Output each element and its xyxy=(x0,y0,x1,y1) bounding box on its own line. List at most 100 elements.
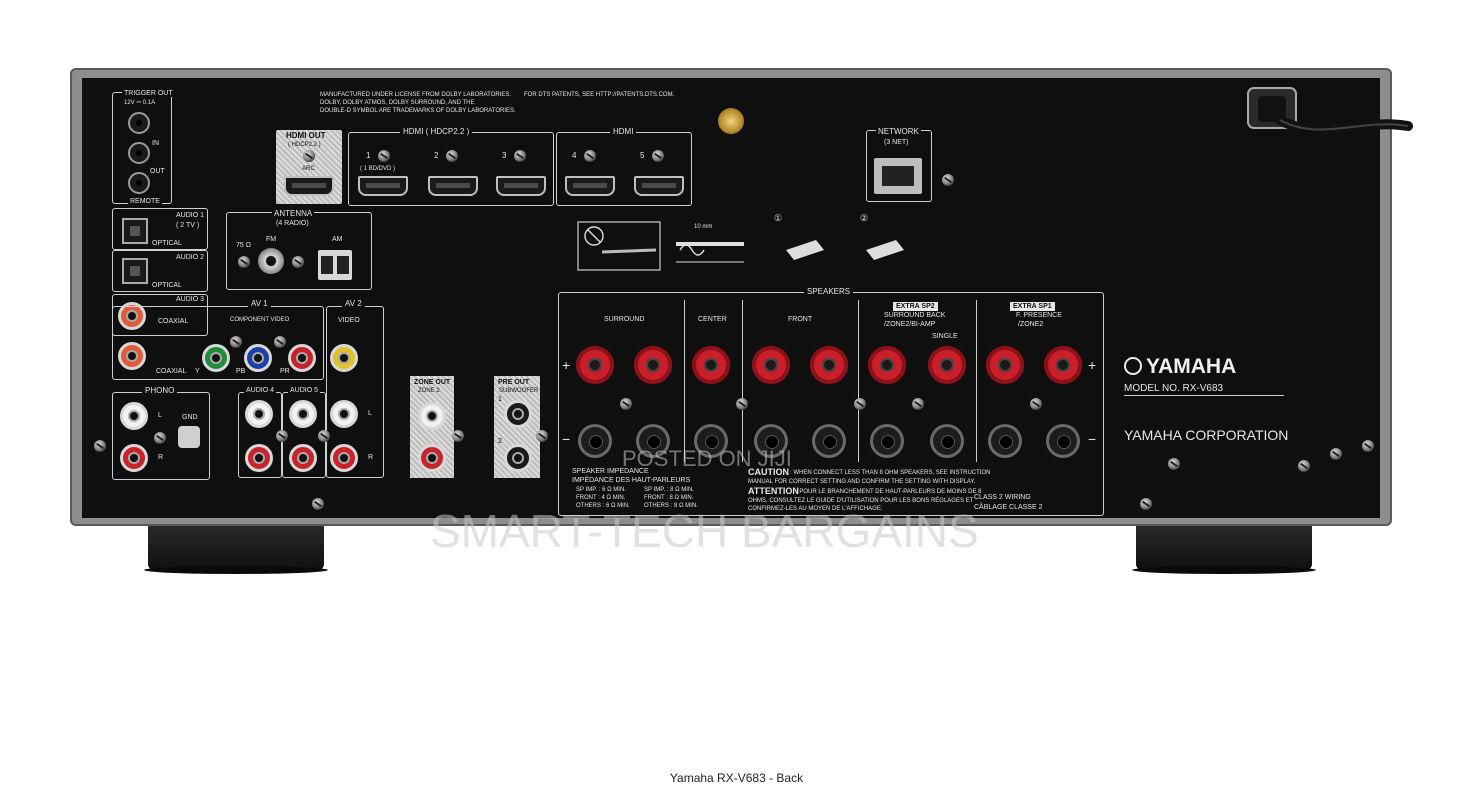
front-l-plus-terminal[interactable] xyxy=(810,346,848,384)
subwoofer-2-jack[interactable] xyxy=(504,444,532,472)
hdmi-out-port[interactable] xyxy=(284,176,334,196)
audio-1-label: AUDIO 1 xyxy=(176,212,205,219)
wire-guide-diagram xyxy=(577,221,904,271)
audio-2-optical-label: OPTICAL xyxy=(152,282,182,289)
av-1-coaxial-jack[interactable] xyxy=(118,342,146,370)
impedance-title-en: SPEAKER IMPEDANCE xyxy=(572,468,649,475)
trigger-spec: 12V ⎓ 0.1A xyxy=(124,100,156,106)
component-pb-jack[interactable] xyxy=(244,344,272,372)
phono-l-jack[interactable] xyxy=(120,402,148,430)
center-minus-terminal[interactable] xyxy=(694,424,728,458)
impedance-sp-6: SP IMP. : 6 Ω MIN. xyxy=(576,487,626,493)
audio-2-group xyxy=(112,250,208,292)
audio-2-optical-port[interactable] xyxy=(122,258,148,284)
antenna-ohm-label: 75 Ω xyxy=(236,242,251,249)
wireless-antenna-connector[interactable] xyxy=(718,108,744,134)
surround-back-l-minus-terminal[interactable] xyxy=(930,424,964,458)
fm-antenna-jack[interactable] xyxy=(258,248,284,274)
pre-out-screw xyxy=(536,430,548,442)
speaker-divider xyxy=(976,300,977,462)
presence-r-minus-terminal[interactable] xyxy=(988,424,1022,458)
attention-title: ATTENTION xyxy=(748,486,799,496)
remote-in-jack[interactable] xyxy=(128,142,150,164)
phono-r-jack[interactable] xyxy=(120,444,148,472)
hdmi-in-1-port[interactable] xyxy=(358,176,408,196)
zone-2-l-jack[interactable] xyxy=(418,402,446,430)
antenna-am-label: AM xyxy=(332,236,343,243)
hdmi-4-screw xyxy=(584,150,596,162)
panel-screw xyxy=(1168,458,1180,470)
surround-back-r-plus-terminal[interactable] xyxy=(868,346,906,384)
hdmi-in-2-port[interactable] xyxy=(428,176,478,196)
av-2-video-jack[interactable] xyxy=(330,344,358,372)
network-sub: (3 NET) xyxy=(884,139,909,146)
surround-r-plus-terminal[interactable] xyxy=(576,346,614,384)
front-r-plus-terminal[interactable] xyxy=(752,346,790,384)
ethernet-port[interactable] xyxy=(874,158,922,194)
antenna-sub: (4 RADIO) xyxy=(276,220,309,227)
phono-gnd-terminal[interactable] xyxy=(178,426,200,448)
watermark-line-1: POSTED ON JIJI xyxy=(622,446,792,471)
front-l-minus-terminal[interactable] xyxy=(812,424,846,458)
component-pb-label: PB xyxy=(236,368,246,375)
surround-r-minus-terminal[interactable] xyxy=(578,424,612,458)
hdmi-in-5-port[interactable] xyxy=(634,176,684,196)
av-2-r-label: R xyxy=(368,454,374,461)
speaker-screw xyxy=(912,398,924,410)
zone-out-screw xyxy=(452,430,464,442)
phono-l-label: L xyxy=(158,412,162,419)
front-r-minus-terminal[interactable] xyxy=(754,424,788,458)
av-1-title: AV 1 xyxy=(248,300,271,308)
speaker-divider xyxy=(742,300,743,462)
right-foot xyxy=(1132,526,1316,574)
audio-1-optical-label: OPTICAL xyxy=(152,240,182,247)
trigger-out-jack[interactable] xyxy=(128,112,150,134)
zone-out-title: ZONE OUT xyxy=(414,379,451,386)
wire-guide-step-2: ② xyxy=(860,213,869,223)
presence-r-plus-terminal[interactable] xyxy=(986,346,1024,384)
hdmi-1-note: ( 1 BD/DVD ) xyxy=(360,166,396,172)
audio-4-r-jack[interactable] xyxy=(245,444,273,472)
speaker-screw xyxy=(1030,398,1042,410)
av-2-audio-r-jack[interactable] xyxy=(330,444,358,472)
corporation-name: YAMAHA CORPORATION xyxy=(1124,427,1289,443)
trigger-title: TRIGGER OUT xyxy=(122,90,175,97)
audio-4-l-jack[interactable] xyxy=(245,400,273,428)
remote-in-label: IN xyxy=(152,140,159,147)
component-pr-jack[interactable] xyxy=(288,344,316,372)
speakers-title: SPEAKERS xyxy=(804,288,854,296)
presence-l-plus-terminal[interactable] xyxy=(1044,346,1082,384)
zone-2-r-jack[interactable] xyxy=(418,444,446,472)
surround-l-plus-terminal[interactable] xyxy=(634,346,672,384)
audio-1-optical-port[interactable] xyxy=(122,218,148,244)
class2-en: CLASS 2 WIRING xyxy=(974,494,1031,501)
remote-out-jack[interactable] xyxy=(128,172,150,194)
component-pr-label: PR xyxy=(280,368,290,375)
hdmi-in-4-port[interactable] xyxy=(565,176,615,196)
surround-l-minus-terminal[interactable] xyxy=(636,424,670,458)
surround-label: SURROUND xyxy=(604,316,645,323)
audio-5-r-jack[interactable] xyxy=(289,444,317,472)
surround-back-l-plus-terminal[interactable] xyxy=(928,346,966,384)
license-line-3: DOUBLE-D SYMBOL ARE TRADEMARKS OF DOLBY … xyxy=(320,108,516,114)
surround-back-r-minus-terminal[interactable] xyxy=(870,424,904,458)
audio-4-label: AUDIO 4 xyxy=(244,387,277,394)
am-antenna-terminal[interactable] xyxy=(318,250,352,280)
audio-5-l-jack[interactable] xyxy=(289,400,317,428)
hdmi-in-3-port[interactable] xyxy=(496,176,546,196)
hdmi-4-number: 4 xyxy=(572,151,577,160)
component-y-jack[interactable] xyxy=(202,344,230,372)
presence-l-minus-terminal[interactable] xyxy=(1046,424,1080,458)
remote-out-label: OUT xyxy=(150,168,165,175)
subwoofer-2-label: 2 xyxy=(498,438,502,445)
antenna-screw-right xyxy=(292,256,304,268)
model-number: MODEL NO. RX-V683 xyxy=(1124,383,1224,394)
av-2-audio-l-jack[interactable] xyxy=(330,400,358,428)
hdmi-2-number: 2 xyxy=(434,151,439,160)
center-plus-terminal[interactable] xyxy=(692,346,730,384)
subwoofer-1-jack[interactable] xyxy=(504,400,532,428)
wire-guide-mm: 10 mm xyxy=(694,224,713,230)
caution-line-2: MANUAL FOR CORRECT SETTING AND CONFIRM T… xyxy=(748,479,976,485)
panel-screw xyxy=(94,440,106,452)
remote-title: REMOTE xyxy=(128,198,162,205)
